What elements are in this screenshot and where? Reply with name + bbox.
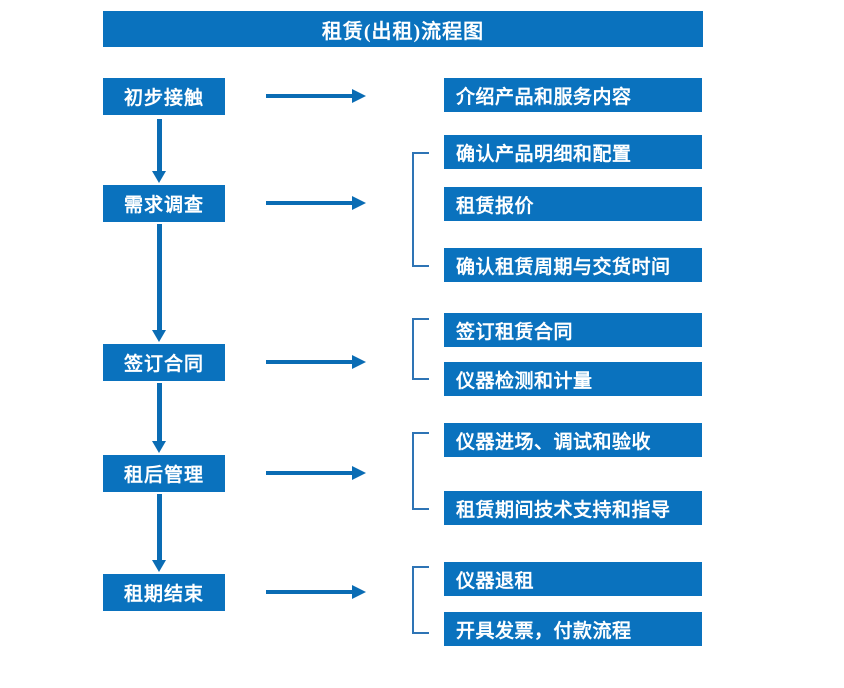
right-arrow-2: [266, 196, 366, 210]
detail-box-6[interactable]: 仪器检测和计量: [444, 362, 702, 396]
down-arrow-3: [152, 383, 166, 453]
detail-box-5[interactable]: 签订租赁合同: [444, 313, 702, 347]
right-arrow-5: [266, 585, 366, 599]
detail-box-10[interactable]: 开具发票，付款流程: [444, 612, 702, 646]
detail-box-9[interactable]: 仪器退租: [444, 562, 702, 596]
down-arrow-2: [152, 224, 166, 342]
detail-box-2[interactable]: 确认产品明细和配置: [444, 135, 702, 169]
down-arrow-4: [152, 494, 166, 572]
right-arrow-4: [266, 466, 366, 480]
group-bracket-2: [412, 152, 429, 267]
detail-box-3[interactable]: 租赁报价: [444, 187, 702, 221]
group-bracket-4: [412, 432, 429, 510]
right-arrow-1: [266, 89, 366, 103]
stage-box-4[interactable]: 租后管理: [103, 455, 225, 492]
page-title: 租赁(出租)流程图: [103, 11, 703, 47]
stage-box-3[interactable]: 签订合同: [103, 344, 225, 381]
down-arrow-1: [152, 119, 166, 183]
group-bracket-5: [412, 566, 429, 634]
detail-box-4[interactable]: 确认租赁周期与交货时间: [444, 248, 702, 282]
detail-box-8[interactable]: 租赁期间技术支持和指导: [444, 491, 702, 525]
stage-box-5[interactable]: 租期结束: [103, 574, 225, 611]
right-arrow-3: [266, 355, 366, 369]
detail-box-1[interactable]: 介绍产品和服务内容: [444, 78, 702, 112]
detail-box-7[interactable]: 仪器进场、调试和验收: [444, 423, 702, 457]
stage-box-1[interactable]: 初步接触: [103, 78, 225, 115]
stage-box-2[interactable]: 需求调查: [103, 185, 225, 222]
group-bracket-3: [412, 318, 429, 380]
